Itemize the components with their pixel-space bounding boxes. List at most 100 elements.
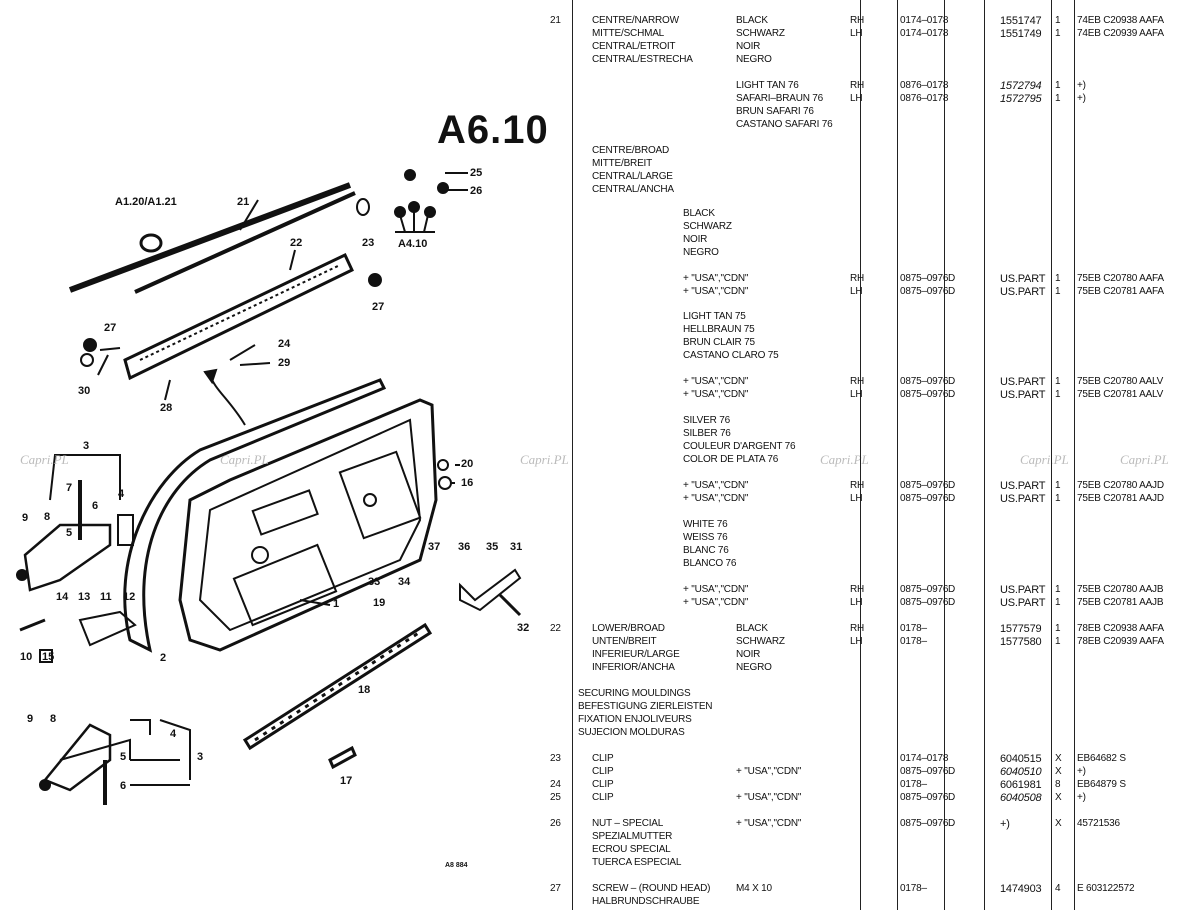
cell-col: COLOR DE PLATA 76: [683, 454, 779, 465]
cell-date: 0174–0178: [900, 28, 949, 39]
cell-part: US.PART: [1000, 376, 1046, 388]
cell-col: SCHWARZ: [683, 221, 732, 232]
cell-code: D: [948, 389, 956, 400]
cell-part: US.PART: [1000, 480, 1046, 492]
diagram-title: A6.10: [437, 108, 549, 152]
cell-code: D: [948, 480, 956, 491]
cell-date: 0174–0178: [900, 753, 949, 764]
cell-side: LH: [850, 597, 863, 608]
cell-date: 0174–0178: [900, 15, 949, 26]
cell-ford: 74EB C20938 AAFA: [1077, 15, 1164, 26]
watermark: Capri.PL: [1020, 452, 1069, 467]
cell-date: 0178–: [900, 779, 927, 790]
cell-col: + "USA","CDN": [683, 389, 749, 400]
callout: 33: [368, 576, 381, 588]
cell-desc: ECROU SPECIAL: [592, 844, 671, 855]
callout: 30: [78, 385, 91, 397]
cell-desc: CLIP: [592, 792, 614, 803]
cell-part: 1551749: [1000, 28, 1042, 40]
cell-code: D: [948, 766, 956, 777]
callout: 35: [486, 541, 499, 553]
callout: 3: [83, 440, 90, 452]
callout: 23: [362, 237, 375, 249]
cell-col: BRUN CLAIR 75: [683, 337, 755, 348]
cell-no: 24: [550, 779, 561, 790]
cell-desc: CENTRAL/ANCHA: [592, 184, 674, 195]
cell-date: 0876–0178: [900, 80, 949, 91]
cell-code: D: [948, 286, 956, 297]
cell-date: 0875–0976: [900, 818, 949, 829]
cell-code: D: [948, 818, 956, 829]
cell-qty: 1: [1055, 376, 1061, 387]
cell-ford: +): [1077, 766, 1086, 777]
cell-side: LH: [850, 493, 863, 504]
cell-ford: 78EB C20939 AAFA: [1077, 636, 1164, 647]
cell-ford: 74EB C20939 AAFA: [1077, 28, 1164, 39]
callout: 27: [372, 301, 385, 313]
cell-ford: 75EB C20780 AALV: [1077, 376, 1164, 387]
cell-side: LH: [850, 93, 863, 104]
cell-desc: CENTRAL/ESTRECHA: [592, 54, 693, 65]
cell-date: 0875–0976: [900, 597, 949, 608]
section-heading: SUJECION MOLDURAS: [578, 727, 685, 738]
cell-ford: +): [1077, 80, 1086, 91]
cell-col: + "USA","CDN": [683, 376, 749, 387]
cell-desc: HALBRUNDSCHRAUBE: [592, 896, 700, 907]
cell-no: 26: [550, 818, 561, 829]
cell-part: US.PART: [1000, 286, 1046, 298]
cell-ford: 78EB C20938 AAFA: [1077, 623, 1164, 634]
callout: 14: [56, 591, 69, 603]
cell-col: SILVER 76: [683, 415, 730, 426]
cell-qty: 1: [1055, 623, 1061, 634]
callout: 7: [66, 482, 73, 494]
cell-ford: +): [1077, 792, 1086, 803]
cell-col: NEGRO: [683, 247, 719, 258]
cell-spec: LIGHT TAN 76: [736, 80, 799, 91]
cell-col: + "USA","CDN": [683, 273, 749, 284]
cell-side: RH: [850, 480, 865, 491]
cell-date: 0875–0976: [900, 273, 949, 284]
ref-label-a1: A1.20/A1.21: [115, 196, 177, 208]
callout: 27: [104, 322, 117, 334]
cell-spec: + "USA","CDN": [736, 818, 802, 829]
cell-date: 0875–0976: [900, 376, 949, 387]
cell-date: 0178–: [900, 883, 927, 894]
cell-code: D: [948, 597, 956, 608]
cell-part: +): [1000, 818, 1010, 830]
cell-part: US.PART: [1000, 584, 1046, 596]
cell-date: 0875–0976: [900, 286, 949, 297]
cell-spec: BRUN SAFARI 76: [736, 106, 814, 117]
cell-qty: 1: [1055, 80, 1061, 91]
cell-part: 1572794: [1000, 80, 1042, 92]
cell-desc: UNTEN/BREIT: [592, 636, 657, 647]
cell-col: WHITE 76: [683, 519, 728, 530]
cell-col: + "USA","CDN": [683, 286, 749, 297]
callout: 18: [358, 684, 371, 696]
cell-part: 1572795: [1000, 93, 1042, 105]
callout: 8: [44, 511, 51, 523]
cell-desc: MITTE/BREIT: [592, 158, 653, 169]
callout: 28: [160, 402, 173, 414]
callout: 26: [470, 185, 483, 197]
cell-ford: 75EB C20781 AAJD: [1077, 493, 1164, 504]
cell-code: D: [948, 584, 956, 595]
callout: 5: [120, 751, 127, 763]
cell-spec: CASTANO SAFARI 76: [736, 119, 833, 130]
callout: 11: [100, 591, 112, 603]
cell-col: WEISS 76: [683, 532, 728, 543]
callout: 4: [118, 488, 125, 500]
cell-ford: 75EB C20781 AAJB: [1077, 597, 1164, 608]
callout: 29: [278, 357, 291, 369]
cell-part: 6040508: [1000, 792, 1042, 804]
cell-desc: CENTRAL/ETROIT: [592, 41, 676, 52]
section-heading: SECURING MOULDINGS: [578, 688, 691, 699]
cell-col: HELLBRAUN 75: [683, 324, 755, 335]
cell-no: 21: [550, 15, 561, 26]
cell-desc: CENTRE/BROAD: [592, 145, 670, 156]
callout: 9: [27, 713, 34, 725]
cell-date: 0178–: [900, 636, 927, 647]
cell-code: D: [948, 273, 956, 284]
callout: 37: [428, 541, 441, 553]
callout: 10: [20, 651, 33, 663]
section-heading: BEFESTIGUNG ZIERLEISTEN: [578, 701, 713, 712]
